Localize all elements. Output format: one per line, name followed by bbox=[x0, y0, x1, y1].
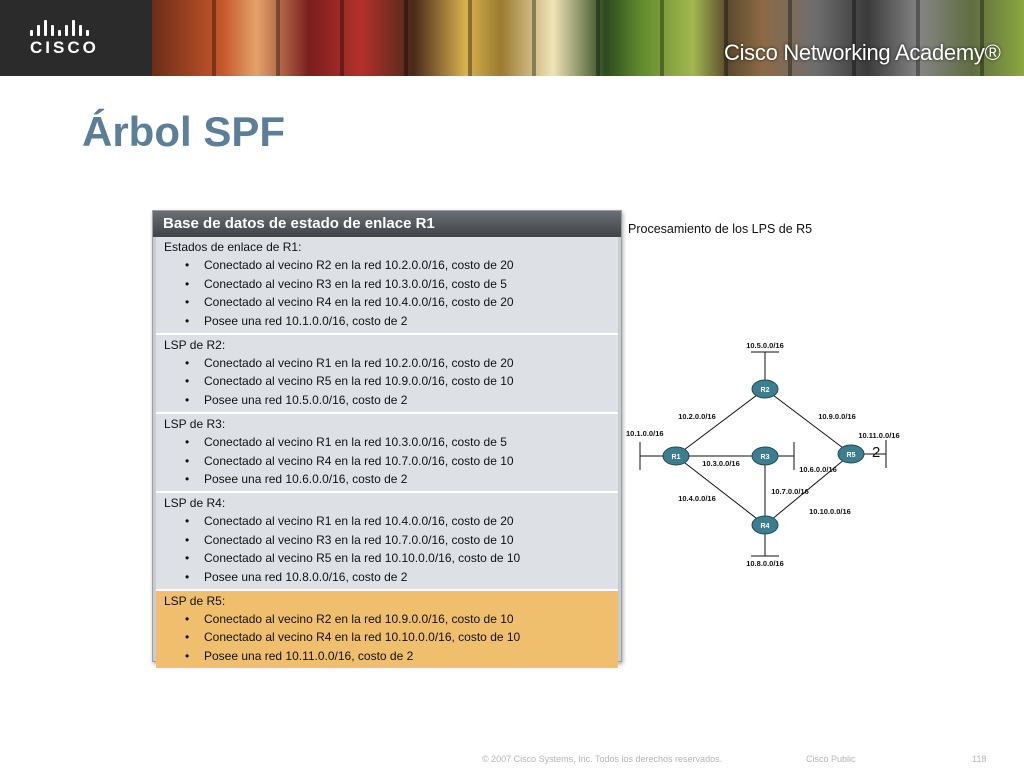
slide-title: Árbol SPF bbox=[82, 108, 286, 155]
list-item: Conectado al vecino R1 en la red 10.2.0.… bbox=[156, 354, 618, 373]
list-item: Conectado al vecino R2 en la red 10.9.0.… bbox=[156, 610, 618, 629]
link-r4-r5 bbox=[764, 453, 852, 526]
footer-copyright: © 2007 Cisco Systems, Inc. Todos los der… bbox=[482, 754, 723, 764]
list-item: Conectado al vecino R5 en la red 10.9.0.… bbox=[156, 372, 618, 391]
router-label: R3 bbox=[761, 454, 770, 461]
network-label-10-1: 10.1.0.0/16 bbox=[626, 429, 664, 438]
section-r1-link-states: Estados de enlace de R1: Conectado al ve… bbox=[156, 237, 618, 335]
router-label: R1 bbox=[672, 454, 681, 461]
router-r4: R4 bbox=[751, 515, 779, 535]
router-r2: R2 bbox=[751, 379, 779, 399]
cisco-bridge-icon bbox=[30, 18, 94, 36]
router-r5: R5 bbox=[837, 444, 865, 464]
network-label-10-5: 10.5.0.0/16 bbox=[746, 341, 784, 350]
list-item: Conectado al vecino R4 en la red 10.4.0.… bbox=[156, 293, 618, 312]
footer-classification: Cisco Public bbox=[806, 754, 856, 764]
list-item: Posee una red 10.5.0.0/16, costo de 2 bbox=[156, 391, 618, 410]
section-lsp-r3: LSP de R3: Conectado al vecino R1 en la … bbox=[156, 413, 618, 493]
list-item: Conectado al vecino R1 en la red 10.3.0.… bbox=[156, 433, 618, 452]
cost-annotation: 2 bbox=[872, 444, 880, 461]
network-label-10-6: 10.6.0.0/16 bbox=[799, 465, 837, 474]
network-label-10-10: 10.10.0.0/16 bbox=[809, 507, 851, 516]
router-label: R2 bbox=[761, 387, 770, 394]
list-item: Posee una red 10.8.0.0/16, costo de 2 bbox=[156, 568, 618, 587]
list-item: Conectado al vecino R3 en la red 10.7.0.… bbox=[156, 531, 618, 550]
section-lsp-r5-highlighted: LSP de R5: Conectado al vecino R2 en la … bbox=[156, 590, 618, 668]
router-label: R5 bbox=[847, 452, 856, 459]
section-label: LSP de R4: bbox=[164, 495, 226, 510]
footer-page-number: 118 bbox=[972, 754, 987, 764]
section-label: Estados de enlace de R1: bbox=[164, 240, 302, 254]
network-label-10-11: 10.11.0.0/16 bbox=[858, 431, 899, 440]
link-state-database-panel: Base de datos de estado de enlace R1 Est… bbox=[152, 210, 622, 668]
section-label: LSP de R3: bbox=[164, 416, 226, 431]
network-label-10-3: 10.3.0.0/16 bbox=[702, 459, 740, 468]
network-label-10-2: 10.2.0.0/16 bbox=[678, 412, 716, 421]
network-label-10-7: 10.7.0.0/16 bbox=[771, 487, 809, 496]
topology-title: Procesamiento de los LPS de R5 bbox=[628, 222, 813, 236]
database-title: Base de datos de estado de enlace R1 bbox=[153, 211, 621, 237]
list-item: Conectado al vecino R2 en la red 10.2.0.… bbox=[156, 256, 618, 275]
link-r2-r5 bbox=[764, 388, 852, 455]
section-label: LSP de R2: bbox=[164, 337, 226, 352]
list-item: Conectado al vecino R4 en la red 10.7.0.… bbox=[156, 452, 618, 471]
academy-title: Cisco Networking Academy® bbox=[724, 40, 1001, 65]
router-label: R4 bbox=[761, 523, 770, 530]
link-r1-r2 bbox=[675, 388, 766, 457]
link-r1-r4 bbox=[675, 455, 766, 526]
router-r1: R1 bbox=[662, 446, 690, 466]
list-item: Posee una red 10.1.0.0/16, costo de 2 bbox=[156, 312, 618, 331]
network-label-10-9: 10.9.0.0/16 bbox=[818, 412, 856, 421]
list-item: Conectado al vecino R3 en la red 10.3.0.… bbox=[156, 275, 618, 294]
network-label-10-4: 10.4.0.0/16 bbox=[678, 494, 716, 503]
list-item: Conectado al vecino R1 en la red 10.4.0.… bbox=[156, 512, 618, 531]
header-banner: CISCO Cisco Networking Academy® bbox=[0, 0, 1024, 76]
list-item: Posee una red 10.11.0.0/16, costo de 2 bbox=[156, 647, 618, 666]
list-item: Posee una red 10.6.0.0/16, costo de 2 bbox=[156, 470, 618, 489]
network-label-10-8: 10.8.0.0/16 bbox=[746, 559, 784, 568]
list-item: Conectado al vecino R5 en la red 10.10.0… bbox=[156, 549, 618, 568]
list-item: Conectado al vecino R4 en la red 10.10.0… bbox=[156, 628, 618, 647]
section-lsp-r4: LSP de R4: Conectado al vecino R1 en la … bbox=[156, 492, 618, 591]
banner-photo-strip bbox=[152, 0, 1024, 76]
network-topology-diagram: R2 R1 R3 R4 R5 10.5.0.0/16 10.2.0.0/16 1… bbox=[626, 341, 900, 568]
cisco-wordmark: CISCO bbox=[30, 38, 99, 57]
section-lsp-r2: LSP de R2: Conectado al vecino R1 en la … bbox=[156, 334, 618, 414]
router-r3: R3 bbox=[751, 446, 779, 466]
cisco-logo: CISCO bbox=[0, 0, 152, 76]
section-label: LSP de R5: bbox=[164, 593, 226, 608]
